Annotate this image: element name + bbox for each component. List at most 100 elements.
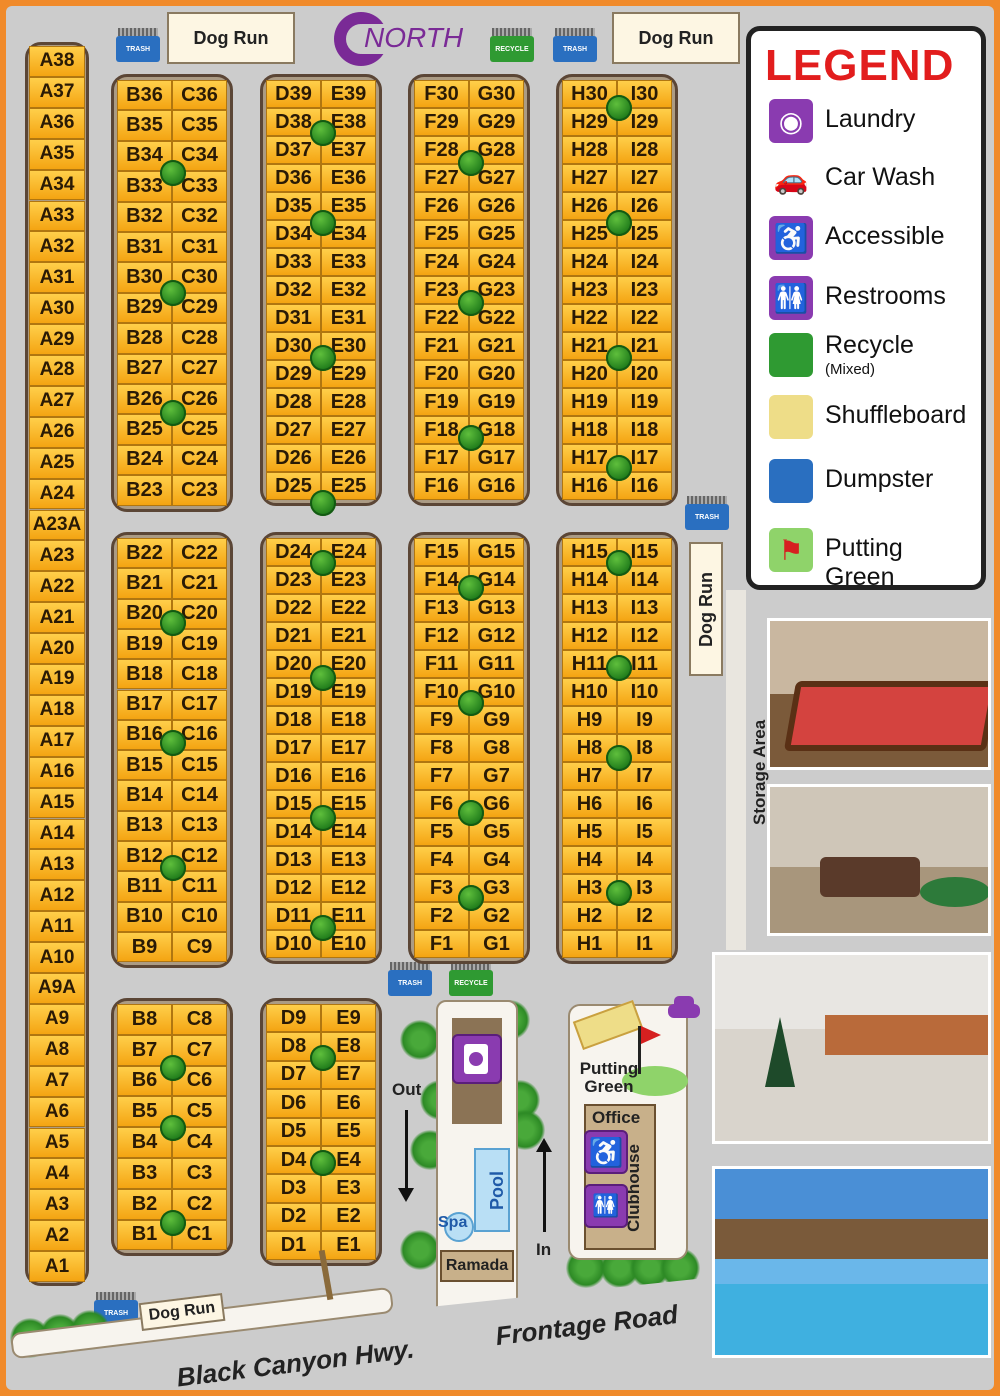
site-g12[interactable]: G12 [469, 622, 524, 650]
site-e18[interactable]: E18 [321, 706, 376, 734]
site-h22[interactable]: H22 [562, 304, 617, 332]
site-h4[interactable]: H4 [562, 846, 617, 874]
site-f1[interactable]: F1 [414, 930, 469, 958]
site-i13[interactable]: I13 [617, 594, 672, 622]
site-g24[interactable]: G24 [469, 248, 524, 276]
site-i12[interactable]: I12 [617, 622, 672, 650]
site-c10[interactable]: C10 [172, 901, 227, 932]
site-a2[interactable]: A2 [29, 1220, 85, 1252]
site-h5[interactable]: H5 [562, 818, 617, 846]
site-c3[interactable]: C3 [172, 1158, 227, 1189]
site-h9[interactable]: H9 [562, 706, 617, 734]
site-a36[interactable]: A36 [29, 107, 85, 139]
site-e27[interactable]: E27 [321, 416, 376, 444]
site-b2[interactable]: B2 [117, 1188, 172, 1220]
site-d18[interactable]: D18 [266, 706, 321, 734]
site-g20[interactable]: G20 [469, 360, 524, 388]
site-e37[interactable]: E37 [321, 136, 376, 164]
site-c11[interactable]: C11 [172, 871, 227, 902]
site-a8[interactable]: A8 [29, 1034, 85, 1066]
site-h24[interactable]: H24 [562, 248, 617, 276]
site-d32[interactable]: D32 [266, 276, 321, 304]
site-b27[interactable]: B27 [117, 353, 172, 384]
site-a38[interactable]: A38 [29, 46, 85, 77]
site-a5[interactable]: A5 [29, 1127, 85, 1159]
site-a14[interactable]: A14 [29, 818, 85, 850]
site-i4[interactable]: I4 [617, 846, 672, 874]
site-a17[interactable]: A17 [29, 725, 85, 757]
site-a11[interactable]: A11 [29, 911, 85, 943]
site-h16[interactable]: H16 [562, 472, 617, 500]
site-i9[interactable]: I9 [617, 706, 672, 734]
site-c23[interactable]: C23 [172, 475, 227, 506]
site-f8[interactable]: F8 [414, 734, 469, 762]
site-h19[interactable]: H19 [562, 388, 617, 416]
site-e33[interactable]: E33 [321, 248, 376, 276]
site-g15[interactable]: G15 [469, 538, 524, 566]
site-i27[interactable]: I27 [617, 164, 672, 192]
site-e26[interactable]: E26 [321, 444, 376, 472]
site-f30[interactable]: F30 [414, 80, 469, 108]
site-e9[interactable]: E9 [321, 1004, 376, 1033]
site-i7[interactable]: I7 [617, 762, 672, 790]
site-e7[interactable]: E7 [321, 1060, 376, 1090]
site-b11[interactable]: B11 [117, 871, 172, 902]
site-e36[interactable]: E36 [321, 164, 376, 192]
site-b32[interactable]: B32 [117, 201, 172, 232]
site-i5[interactable]: I5 [617, 818, 672, 846]
site-f27[interactable]: F27 [414, 164, 469, 192]
site-g4[interactable]: G4 [469, 846, 524, 874]
site-e3[interactable]: E3 [321, 1174, 376, 1203]
site-h10[interactable]: H10 [562, 678, 617, 706]
site-h2[interactable]: H2 [562, 902, 617, 930]
site-d3[interactable]: D3 [266, 1174, 321, 1203]
site-c8[interactable]: C8 [172, 1004, 227, 1035]
site-f29[interactable]: F29 [414, 108, 469, 136]
site-d21[interactable]: D21 [266, 622, 321, 650]
site-i1[interactable]: I1 [617, 930, 672, 958]
site-c14[interactable]: C14 [172, 780, 227, 811]
site-a28[interactable]: A28 [29, 355, 85, 386]
site-d31[interactable]: D31 [266, 304, 321, 332]
site-a9a[interactable]: A9A [29, 973, 85, 1004]
site-e31[interactable]: E31 [321, 304, 376, 332]
site-h15[interactable]: H15 [562, 538, 617, 566]
site-g26[interactable]: G26 [469, 192, 524, 220]
site-f2[interactable]: F2 [414, 902, 469, 930]
site-f9[interactable]: F9 [414, 706, 469, 734]
site-a9[interactable]: A9 [29, 1003, 85, 1035]
site-e6[interactable]: E6 [321, 1089, 376, 1118]
site-g29[interactable]: G29 [469, 108, 524, 136]
site-b17[interactable]: B17 [117, 689, 172, 720]
site-a21[interactable]: A21 [29, 602, 85, 634]
site-c35[interactable]: C35 [172, 110, 227, 141]
site-f25[interactable]: F25 [414, 220, 469, 248]
site-c19[interactable]: C19 [172, 628, 227, 660]
site-f21[interactable]: F21 [414, 332, 469, 360]
site-g8[interactable]: G8 [469, 734, 524, 762]
site-d28[interactable]: D28 [266, 388, 321, 416]
site-f20[interactable]: F20 [414, 360, 469, 388]
site-a12[interactable]: A12 [29, 880, 85, 912]
site-a25[interactable]: A25 [29, 447, 85, 479]
site-a33[interactable]: A33 [29, 200, 85, 232]
site-b19[interactable]: B19 [117, 628, 172, 660]
site-d9[interactable]: D9 [266, 1004, 321, 1033]
site-a19[interactable]: A19 [29, 664, 85, 695]
site-d5[interactable]: D5 [266, 1117, 321, 1146]
site-c32[interactable]: C32 [172, 201, 227, 232]
site-e39[interactable]: E39 [321, 80, 376, 108]
site-a31[interactable]: A31 [29, 262, 85, 294]
site-c22[interactable]: C22 [172, 538, 227, 569]
site-f4[interactable]: F4 [414, 846, 469, 874]
site-e32[interactable]: E32 [321, 276, 376, 304]
site-d33[interactable]: D33 [266, 248, 321, 276]
site-d13[interactable]: D13 [266, 846, 321, 874]
site-h13[interactable]: H13 [562, 594, 617, 622]
site-d14[interactable]: D14 [266, 818, 321, 846]
site-h17[interactable]: H17 [562, 444, 617, 472]
site-e34[interactable]: E34 [321, 220, 376, 248]
site-c17[interactable]: C17 [172, 689, 227, 720]
site-b25[interactable]: B25 [117, 414, 172, 445]
site-b23[interactable]: B23 [117, 475, 172, 506]
